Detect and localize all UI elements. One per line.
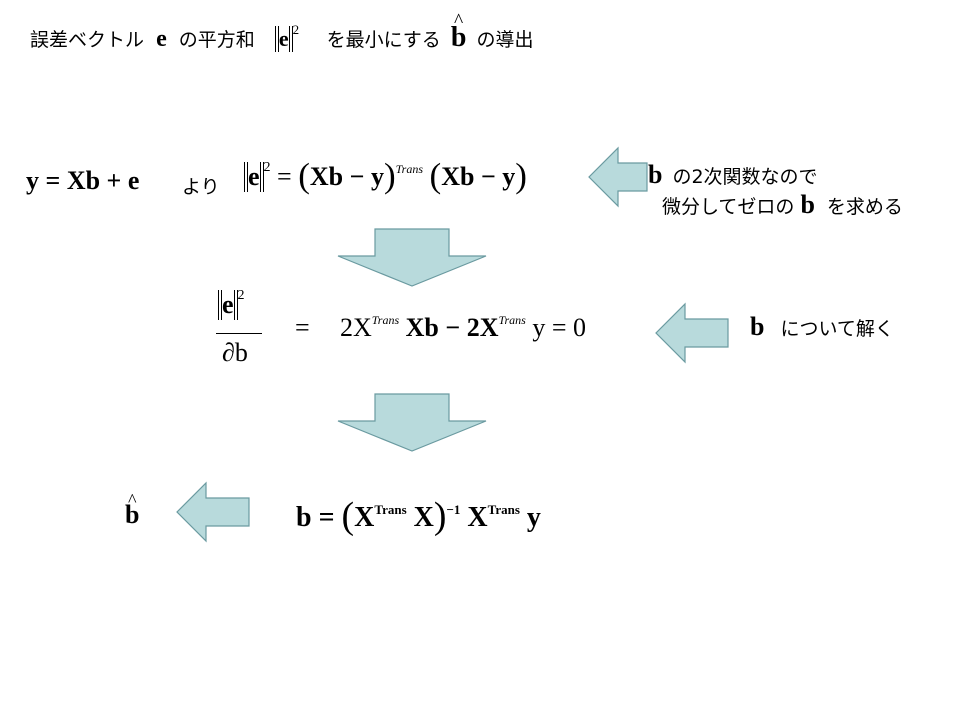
step2-norm-e: e bbox=[218, 290, 238, 320]
step2-note-text: について解く bbox=[780, 318, 894, 340]
step2-left-arrow bbox=[655, 302, 729, 364]
step1-yori: より bbox=[182, 176, 220, 198]
title-bhat: ^b bbox=[450, 11, 467, 53]
step3-x3: X bbox=[467, 502, 488, 533]
title-part4: の導出 bbox=[476, 29, 534, 51]
step1-norm-e: e bbox=[244, 162, 264, 192]
step2-rhs: 2XTrans Xb − 2XTrans y = 0 bbox=[340, 313, 586, 343]
step1-note-b: b bbox=[648, 160, 663, 189]
step3-x2: X bbox=[413, 502, 434, 533]
step1-note-text2a: 微分してゼロの bbox=[662, 196, 795, 218]
step1-trans: Trans bbox=[395, 162, 424, 176]
step1-left: Xb − y bbox=[309, 162, 384, 191]
step1-note-line1: b の2次関数なので bbox=[648, 160, 818, 190]
step3-lhs: b = bbox=[296, 502, 342, 533]
step2-denominator: ∂b bbox=[222, 338, 248, 367]
step2-note-b: b bbox=[750, 312, 765, 341]
step1-note-text2b: を求める bbox=[826, 196, 903, 218]
title-part3: を最小にする bbox=[326, 29, 441, 51]
title-part2: の平方和 bbox=[178, 29, 255, 51]
title-norm-sq: 2 bbox=[292, 22, 300, 37]
step3-trans1: Trans bbox=[374, 502, 407, 517]
step3-bhat: ^b bbox=[125, 490, 140, 529]
step3-y: y bbox=[526, 502, 541, 533]
step1-lhs: y = Xb + e bbox=[26, 166, 140, 195]
step2-rhs3: y = 0 bbox=[532, 313, 586, 342]
title-norm-e: e bbox=[274, 26, 293, 52]
step2-trans2: Trans bbox=[498, 313, 526, 327]
step3-x1: X bbox=[354, 502, 375, 533]
step3-left-arrow bbox=[176, 481, 250, 543]
step3-inv: −1 bbox=[446, 502, 461, 517]
down-arrow-1 bbox=[337, 228, 487, 287]
step2-rhs2: Xb − 2X bbox=[405, 313, 499, 342]
step3-formula: b = (XTrans X)−1 XTrans y bbox=[296, 495, 541, 537]
title-e-symbol: e bbox=[156, 26, 167, 52]
step2-fraction-line bbox=[216, 333, 262, 334]
step2-rhs1: 2X bbox=[340, 313, 372, 342]
step2-trans1: Trans bbox=[371, 313, 400, 327]
step1-note-b2: b bbox=[800, 190, 815, 219]
step2-eq: = bbox=[295, 313, 310, 342]
step3-trans2: Trans bbox=[487, 502, 520, 517]
step1-eq: = bbox=[277, 162, 299, 191]
down-arrow-2 bbox=[337, 393, 487, 452]
step1-left-arrow bbox=[588, 146, 648, 208]
step1-right: Xb − y bbox=[441, 162, 516, 191]
step2-note: b について解く bbox=[750, 312, 894, 342]
title-part1: 誤差ベクトル bbox=[30, 29, 145, 51]
step1-note-text1: の2次関数なので bbox=[672, 166, 818, 188]
